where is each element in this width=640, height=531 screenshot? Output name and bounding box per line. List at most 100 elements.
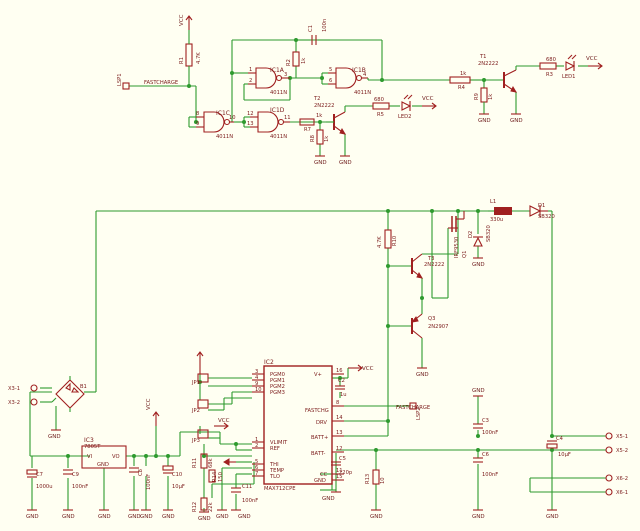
capacitor-c7: C7 1000u (26, 469, 53, 490)
svg-text:X3-2: X3-2 (8, 400, 20, 406)
svg-text:V+: V+ (314, 372, 322, 378)
ic2-right-pins: 16 V+ 8 FASTCHG 14 DRV 13 BATT+ 12 BATT-… (305, 368, 344, 484)
svg-text:220p: 220p (339, 470, 353, 476)
vcc-label: VCC (586, 56, 598, 62)
bottom-wires (29, 210, 606, 512)
svg-text:R4: R4 (458, 85, 466, 91)
svg-text:GND: GND (472, 388, 485, 394)
svg-text:100nF: 100nF (146, 474, 152, 490)
svg-text:C5: C5 (339, 456, 346, 462)
svg-text:GND: GND (98, 514, 111, 520)
capacitor-c4: C4 10µF (546, 436, 571, 458)
transistor-t3: T3 2N2222 (411, 253, 444, 279)
svg-text:12: 12 (336, 446, 343, 452)
svg-text:150: 150 (218, 472, 224, 482)
svg-text:JP1: JP1 (191, 380, 200, 386)
svg-text:X5-2: X5-2 (616, 448, 628, 454)
svg-text:C4: C4 (556, 436, 564, 442)
led2: LED2 (398, 94, 413, 120)
svg-text:4: 4 (363, 72, 367, 78)
svg-text:R7: R7 (304, 127, 311, 133)
ic2-max712cpe: IC2 MAX712CPE 3 PGM0 4 PGM1 9 PGM2 10 PG… (252, 359, 344, 492)
svg-text:1k: 1k (301, 58, 307, 64)
svg-text:2N2222: 2N2222 (314, 103, 334, 109)
gate-ic1c: 8 9 10 IC1C 4011N (196, 110, 236, 140)
svg-text:D1: D1 (538, 203, 545, 209)
svg-text:4.7K: 4.7K (377, 236, 383, 248)
svg-text:R13: R13 (365, 474, 371, 484)
svg-text:R14: R14 (212, 471, 218, 482)
svg-text:GND: GND (370, 514, 383, 520)
ic1b-type: 4011N (354, 90, 371, 96)
svg-text:1000u: 1000u (36, 484, 53, 490)
vcc-label: VCC (179, 14, 185, 26)
resistor-r5 (372, 102, 390, 110)
inductor-l1: L1 330u (488, 199, 512, 223)
ic2-type: MAX712CPE (264, 486, 296, 492)
resistor-r1-label: R1 (179, 57, 185, 64)
vcc-symbol-led1 (587, 62, 603, 70)
ic1c-label: IC1C (216, 110, 230, 117)
svg-text:X3-1: X3-1 (8, 386, 20, 392)
svg-text:100nF: 100nF (482, 430, 498, 436)
svg-text:TLO: TLO (269, 474, 280, 480)
svg-text:3: 3 (255, 369, 258, 375)
svg-text:REF: REF (270, 446, 280, 452)
svg-text:X6-1: X6-1 (616, 490, 628, 496)
svg-text:R12: R12 (192, 502, 198, 512)
svg-text:VO: VO (112, 454, 120, 460)
svg-text:Q3: Q3 (428, 316, 435, 322)
svg-text:R9: R9 (474, 93, 480, 100)
svg-text:1k: 1k (324, 136, 330, 142)
ic2-left-pins: 3 PGM0 4 PGM1 9 PGM2 10 PGM3 1 VLIMIT 2 … (252, 369, 288, 480)
svg-text:1k: 1k (316, 113, 322, 119)
svg-text:GND: GND (26, 514, 39, 520)
svg-text:5: 5 (255, 459, 258, 465)
svg-text:680: 680 (546, 57, 556, 63)
svg-text:1k: 1k (488, 94, 494, 100)
ic1a-type: 4011N (270, 90, 287, 96)
svg-text:5: 5 (329, 67, 332, 73)
svg-text:LSP2: LSP2 (416, 407, 422, 420)
transistor-t1: T1 2N2222 (478, 54, 518, 93)
svg-text:VCC: VCC (146, 398, 152, 410)
svg-text:GND: GND (48, 434, 61, 440)
svg-text:7: 7 (255, 471, 258, 477)
svg-text:GND: GND (216, 514, 229, 520)
svg-text:R8: R8 (310, 135, 316, 142)
svg-text:6: 6 (329, 78, 332, 84)
svg-text:10µF: 10µF (172, 484, 185, 490)
svg-text:C11: C11 (242, 484, 252, 490)
capacitor-c10: C10 10µF (162, 465, 185, 490)
ic1a-label: IC1A (270, 67, 285, 74)
svg-text:GND: GND (97, 462, 109, 468)
vcc-symbol-led2 (421, 102, 437, 110)
svg-text:680: 680 (374, 97, 384, 103)
svg-text:PGM1: PGM1 (270, 378, 285, 384)
svg-text:2N2222: 2N2222 (424, 262, 444, 268)
vcc-symbol-jp (196, 351, 204, 367)
resistor-r10 (384, 229, 392, 249)
svg-text:GND: GND (339, 160, 352, 166)
svg-text:THI: THI (269, 462, 279, 468)
svg-text:C3: C3 (482, 418, 489, 424)
svg-text:T1: T1 (479, 54, 486, 60)
svg-text:JP2: JP2 (191, 408, 200, 414)
svg-text:8: 8 (196, 111, 199, 117)
transistor-t2: T2 2N2222 (313, 96, 347, 135)
svg-text:7805T: 7805T (84, 444, 101, 450)
svg-text:CC: CC (320, 472, 328, 478)
capacitor-c6: C6 100nF (473, 452, 498, 478)
svg-text:R2: R2 (286, 59, 292, 66)
svg-text:10: 10 (229, 115, 236, 121)
svg-text:GND: GND (128, 514, 141, 520)
svg-text:PGM3: PGM3 (270, 390, 285, 396)
svg-text:1: 1 (249, 67, 252, 73)
svg-text:16: 16 (336, 368, 343, 374)
svg-text:GND: GND (62, 514, 75, 520)
svg-text:12: 12 (247, 111, 254, 117)
ic1c-type: 4011N (216, 134, 233, 140)
svg-text:VLIMIT: VLIMIT (270, 440, 288, 446)
svg-text:IC3: IC3 (84, 437, 94, 444)
